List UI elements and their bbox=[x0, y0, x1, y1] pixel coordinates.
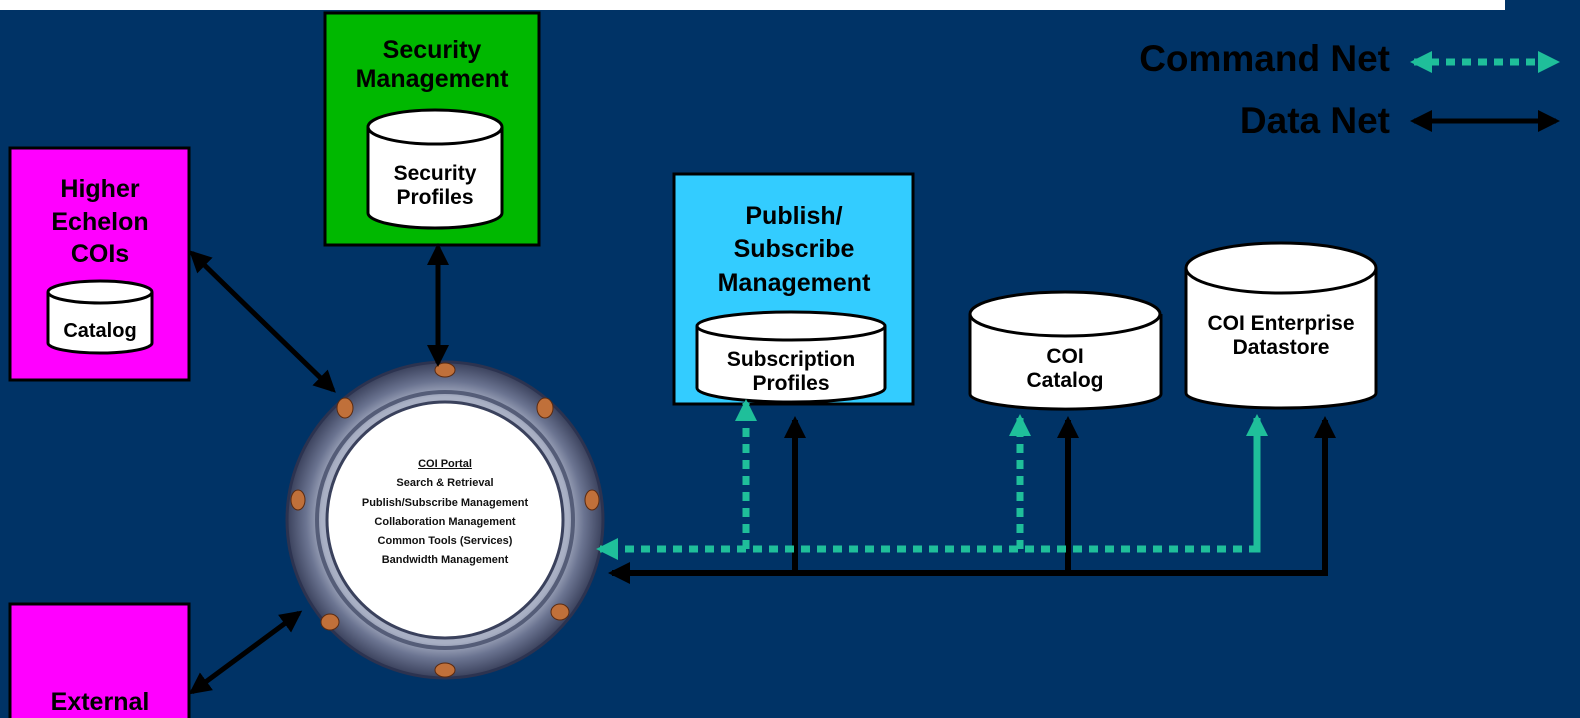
coi-datastore-db bbox=[1184, 241, 1378, 410]
portal-title: COI Portal bbox=[418, 458, 472, 470]
security-profiles-label: Security Profiles bbox=[393, 162, 477, 210]
data-link-higher-portal bbox=[189, 250, 336, 393]
portal-item-collaboration: Collaboration Management bbox=[374, 515, 516, 528]
security-management-title: Security Management bbox=[355, 36, 509, 93]
subscription-profiles-label: Subscription Profiles bbox=[726, 348, 856, 396]
coi-catalog-label: COI Catalog bbox=[1026, 345, 1104, 393]
portal-item-pubsub: Publish/Subscribe Management bbox=[361, 496, 529, 509]
pubsub-management-title: Publish/ Subscribe Management bbox=[717, 202, 871, 297]
coi-datastore-label: COI Enterprise Datastore bbox=[1207, 312, 1355, 360]
data-link-external-portal bbox=[188, 610, 303, 695]
external-box bbox=[8, 602, 191, 718]
command-bus bbox=[596, 420, 1261, 560]
portal-item-search: Search & Retrieval bbox=[396, 477, 494, 490]
catalog-db bbox=[46, 279, 154, 355]
top-border-line bbox=[0, 0, 1505, 10]
subscription-profiles-db bbox=[695, 310, 887, 404]
portal-item-bandwidth: Bandwidth Management bbox=[381, 554, 509, 567]
legend-command-net-label: Command Net bbox=[1139, 38, 1390, 79]
portal-item-common-tools: Common Tools (Services) bbox=[377, 535, 513, 547]
data-bus bbox=[608, 562, 1328, 584]
security-profiles-db bbox=[366, 108, 504, 230]
higher-echelon-title: Higher Echelon COIs bbox=[51, 175, 149, 268]
portal-text: COI Portal Search & Retrieval Publish/Su… bbox=[335, 455, 555, 571]
external-title: External bbox=[50, 688, 150, 716]
coi-portal-ring bbox=[285, 360, 605, 680]
coi-catalog-db bbox=[968, 290, 1163, 411]
catalog-label: Catalog bbox=[63, 320, 137, 342]
legend-data-net-label: Data Net bbox=[1239, 100, 1390, 141]
